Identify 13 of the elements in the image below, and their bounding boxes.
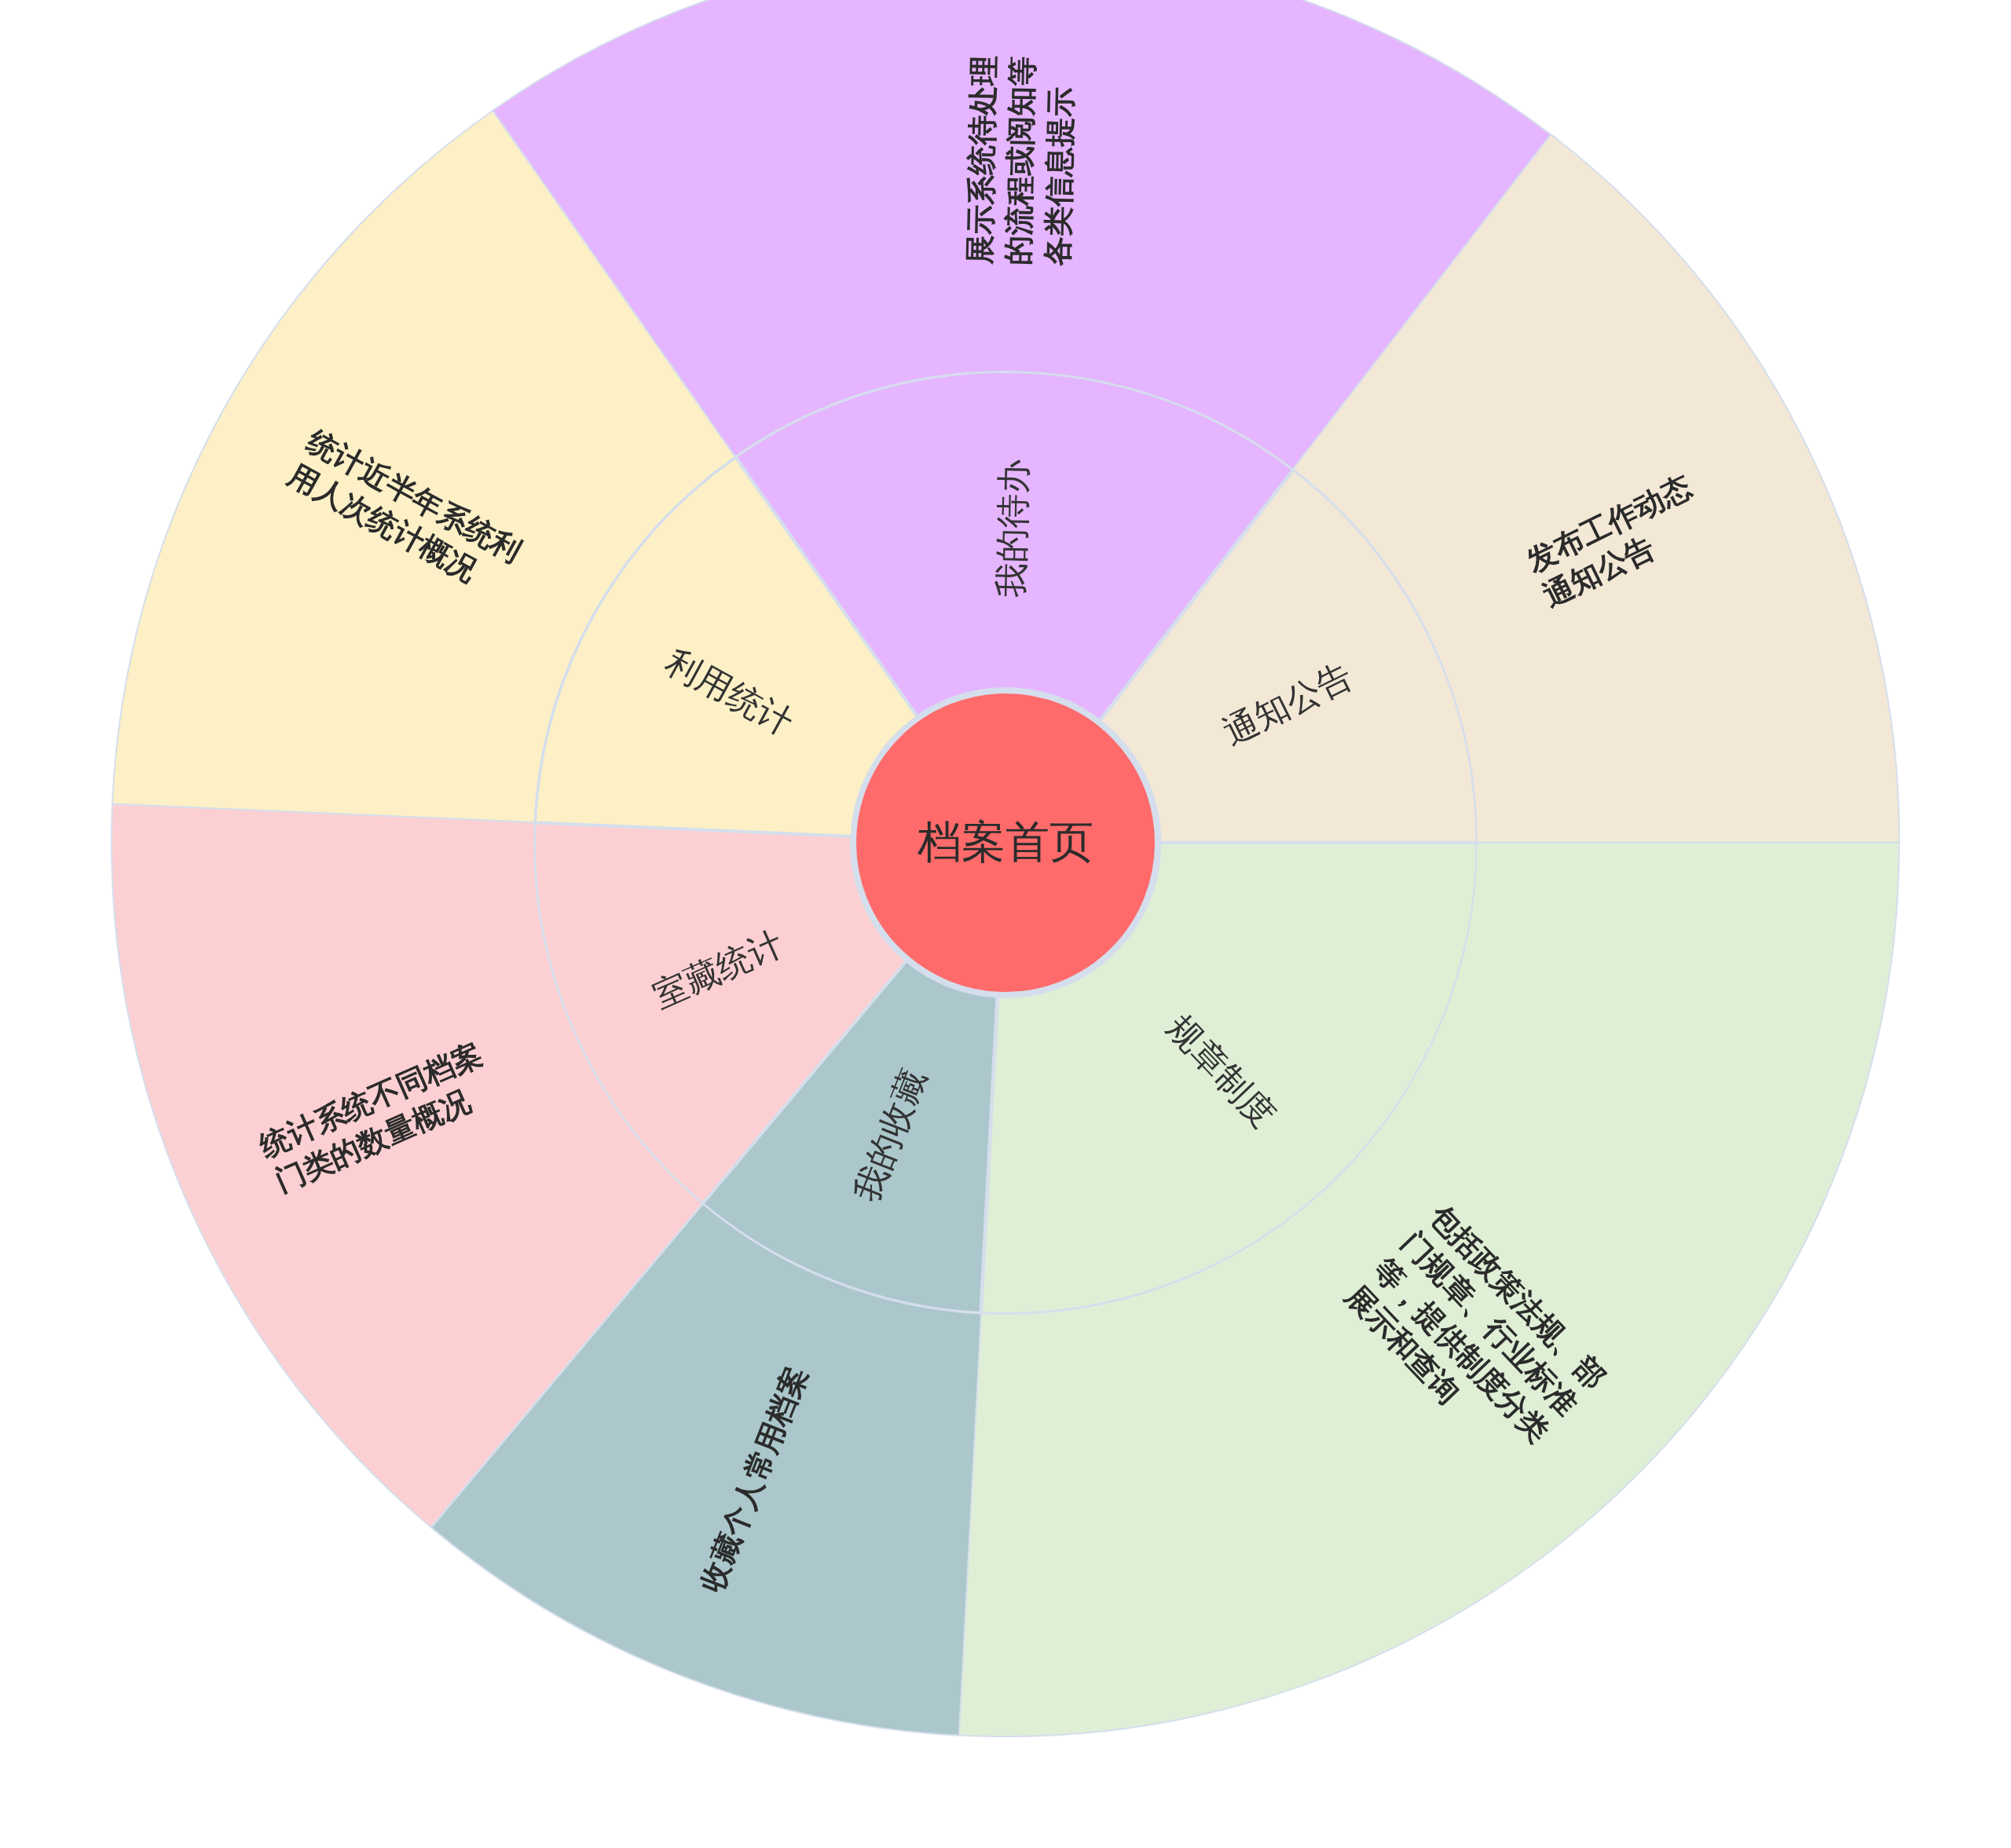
segment-label: 规章制度 [1159, 1005, 1285, 1136]
segment-description: 展示系统待处理的流程或阅知等各类信息提示 [961, 54, 1079, 267]
segment-label: 通知公告 [1215, 654, 1360, 755]
segment-description: 包括政策法规、部门规章、行业标准等，提供制度分类展示和查询 [1337, 1197, 1614, 1451]
center-label: 档案首页 [918, 815, 1093, 869]
segment-description: 统计近半年系统利用人次统计概况 [282, 422, 529, 590]
segment-description: 收藏个人常用档案 [693, 1361, 815, 1598]
segment-description: 统计系统不同档案门类的数量概况 [253, 1035, 488, 1202]
segment-label: 利用统计 [658, 639, 801, 745]
segment-label: 我的收藏 [845, 1062, 936, 1208]
segment-label: 室藏统计 [646, 922, 790, 1017]
segment-label: 我的待办 [990, 459, 1035, 598]
segment-description: 发布工作动态通知公告 [1519, 467, 1698, 616]
